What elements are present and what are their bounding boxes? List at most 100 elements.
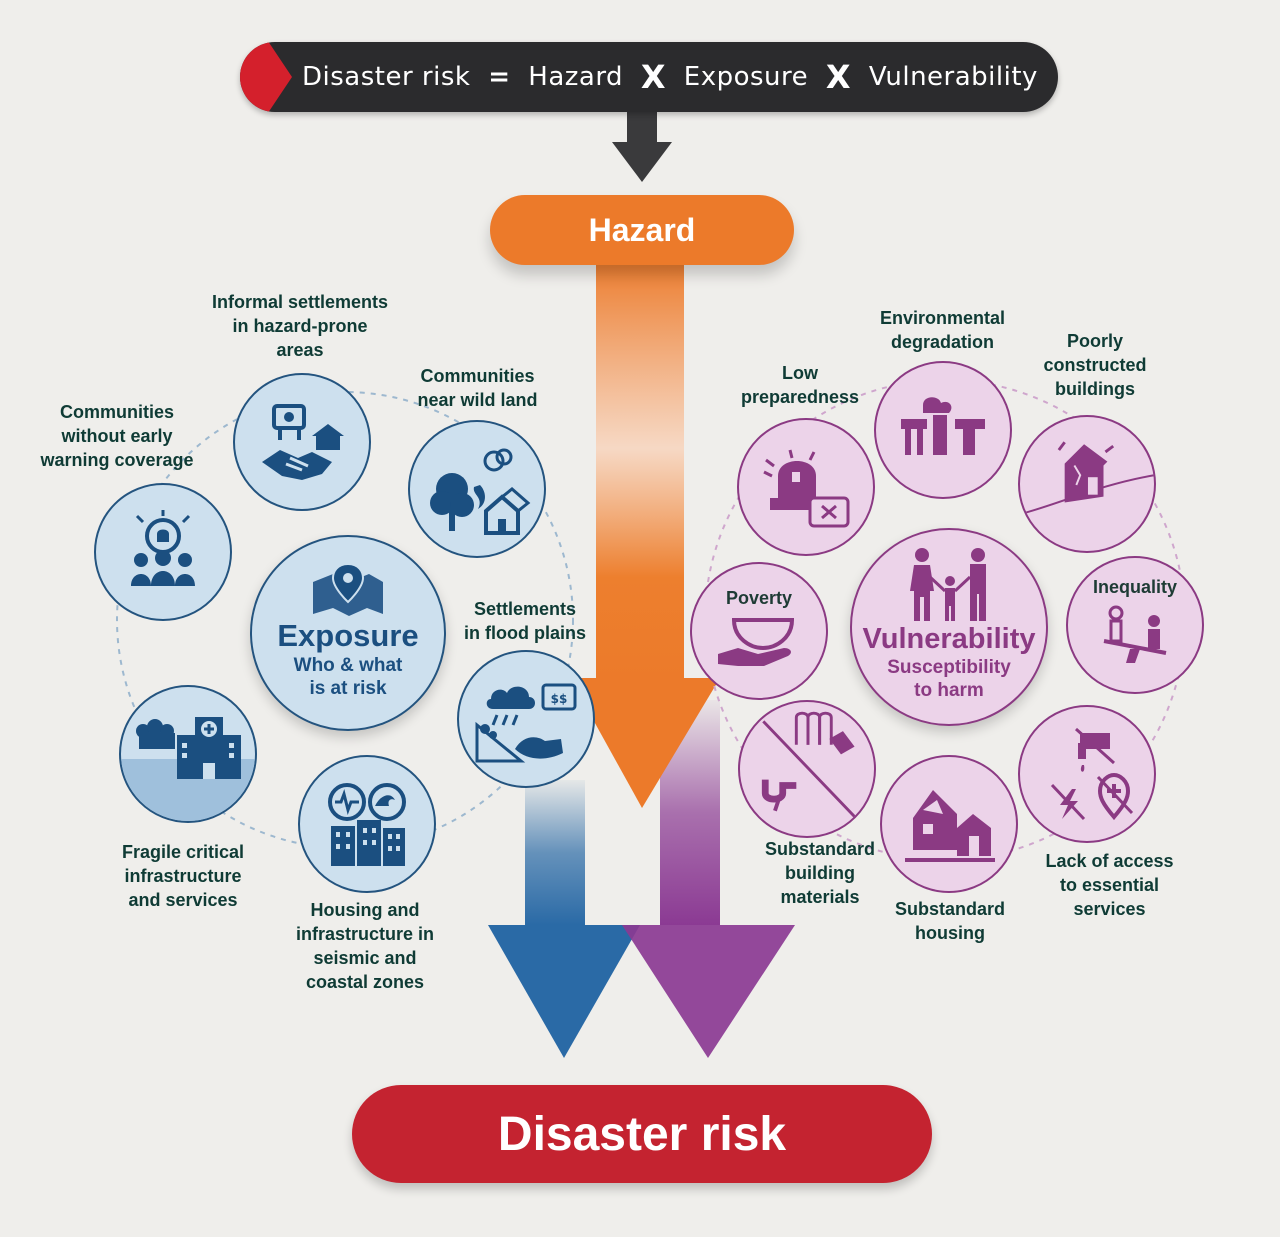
hospital-icon — [136, 717, 241, 779]
building-materials-label: Substandard building materials — [740, 837, 900, 909]
wildfire-icon — [430, 448, 531, 535]
flood-plains-circle: $$ — [457, 650, 595, 788]
informal-settlements-circle — [233, 373, 371, 511]
formula-vulnerability: Vulnerability — [868, 62, 1038, 92]
label-line: Fragile critical — [121, 842, 245, 862]
family-icon — [910, 547, 986, 621]
lack-of-access-circle — [1018, 705, 1156, 843]
label-line: in flood plains — [464, 623, 586, 643]
label-line: buildings — [1055, 379, 1135, 399]
label-line: infrastructure — [124, 866, 242, 886]
early-warning-circle — [94, 483, 232, 621]
flood-icon: $$ — [475, 683, 577, 763]
label-line: degradation — [890, 332, 994, 352]
label-line: housing — [915, 923, 985, 943]
label-line: materials — [780, 887, 860, 907]
handshake-house-icon — [262, 404, 344, 480]
label-line: Communities — [420, 366, 535, 386]
lack-of-access-label: Lack of access to essential services — [1022, 849, 1197, 921]
substandard-housing-circle — [880, 755, 1018, 893]
label-line: services — [1073, 899, 1146, 919]
label-line: areas — [276, 340, 324, 360]
exposure-subtitle-1: Who & what — [293, 655, 403, 676]
wild-land-label: Communities near wild land — [385, 364, 570, 412]
label-line: infrastructure in — [295, 924, 435, 944]
low-preparedness-circle — [737, 418, 875, 556]
fragile-infrastructure-circle — [119, 685, 257, 823]
inequality-label: Inequality — [1092, 577, 1177, 597]
label-line: seismic and — [313, 948, 417, 968]
vulnerability-title: Vulnerability — [862, 622, 1036, 655]
environmental-degradation-label: Environmental degradation — [850, 306, 1035, 354]
hazard-arrow — [570, 255, 720, 808]
alarm-people-icon — [131, 510, 195, 586]
poverty-circle: Poverty — [690, 562, 828, 700]
label-line: coastal zones — [305, 972, 425, 992]
label-line: without early — [61, 426, 173, 446]
hazard-pill: Hazard — [490, 195, 794, 265]
vulnerability-center-circle: Vulnerability Susceptibility to harm — [850, 528, 1048, 726]
siren-off-icon — [763, 449, 850, 528]
disaster-risk-pill: Disaster risk — [352, 1085, 932, 1183]
seismic-buildings-icon — [328, 783, 406, 866]
svg-text:$$: $$ — [551, 692, 568, 706]
damaged-house-icon — [905, 790, 995, 862]
low-preparedness-label: Low preparedness — [715, 361, 885, 409]
poverty-label: Poverty — [725, 588, 793, 608]
label-line: and services — [128, 890, 238, 910]
map-pin-icon — [313, 562, 383, 616]
vulnerability-subtitle-2: to harm — [914, 679, 984, 701]
seismic-zones-label: Housing and infrastructure in seismic an… — [270, 898, 460, 994]
substandard-housing-label: Substandard housing — [870, 897, 1030, 945]
stumps-icon — [901, 397, 985, 455]
vulnerability-subtitle-1: Susceptibility — [887, 656, 1011, 678]
formula-down-arrow — [612, 108, 672, 182]
seismic-zones-circle — [298, 755, 436, 893]
inequality-circle: Inequality — [1066, 556, 1204, 694]
materials-crossed-icon — [761, 711, 856, 818]
poorly-constructed-circle — [1018, 415, 1156, 553]
exposure-title: Exposure — [277, 618, 419, 653]
label-line: Lack of access — [1045, 851, 1174, 871]
label-line: Poorly — [1066, 331, 1123, 351]
empty-bowl-hand-icon — [718, 618, 795, 666]
formula-exposure: Exposure — [683, 62, 809, 92]
vulnerability-arrow — [622, 700, 795, 1058]
label-line: to essential — [1059, 875, 1160, 895]
label-line: Low — [782, 363, 818, 383]
exposure-ring — [116, 391, 574, 849]
formula-bar: Disaster risk = Hazard X Exposure X Vuln… — [240, 42, 1058, 112]
formula-hazard: Hazard — [528, 62, 624, 92]
flood-plains-label: Settlements in flood plains — [440, 597, 610, 645]
informal-settlements-label: Informal settlements in hazard-prone are… — [190, 290, 410, 362]
early-warning-label: Communities without early warning covera… — [22, 400, 212, 472]
label-line: in hazard-prone — [232, 316, 368, 336]
label-line: Informal settlements — [211, 292, 389, 312]
exposure-center-circle: Exposure Who & what is at risk — [250, 535, 446, 731]
formula-equals: = — [488, 62, 511, 92]
exposure-subtitle-2: is at risk — [309, 678, 387, 699]
collapsing-house-icon — [1020, 441, 1154, 516]
label-line: Communities — [59, 402, 174, 422]
exposure-arrow — [488, 780, 640, 1058]
environmental-degradation-circle — [874, 361, 1012, 499]
formula-disaster-risk: Disaster risk — [302, 62, 471, 92]
label-line: preparedness — [740, 387, 860, 407]
poorly-constructed-label: Poorly constructed buildings — [1010, 329, 1180, 401]
label-line: Environmental — [879, 308, 1006, 328]
label-line: building — [785, 863, 855, 883]
formula-times-1: X — [640, 58, 667, 96]
building-materials-circle — [738, 700, 876, 838]
label-line: near wild land — [417, 390, 538, 410]
services-off-icon — [1050, 727, 1134, 821]
label-line: Housing and — [310, 900, 420, 920]
wild-land-circle — [408, 420, 546, 558]
label-line: Settlements — [473, 599, 577, 619]
balance-scale-icon — [1103, 605, 1167, 663]
fragile-infrastructure-label: Fragile critical infrastructure and serv… — [88, 840, 278, 912]
formula-times-2: X — [825, 58, 852, 96]
label-line: warning coverage — [40, 450, 194, 470]
label-line: constructed — [1043, 355, 1147, 375]
label-line: Substandard — [894, 899, 1005, 919]
